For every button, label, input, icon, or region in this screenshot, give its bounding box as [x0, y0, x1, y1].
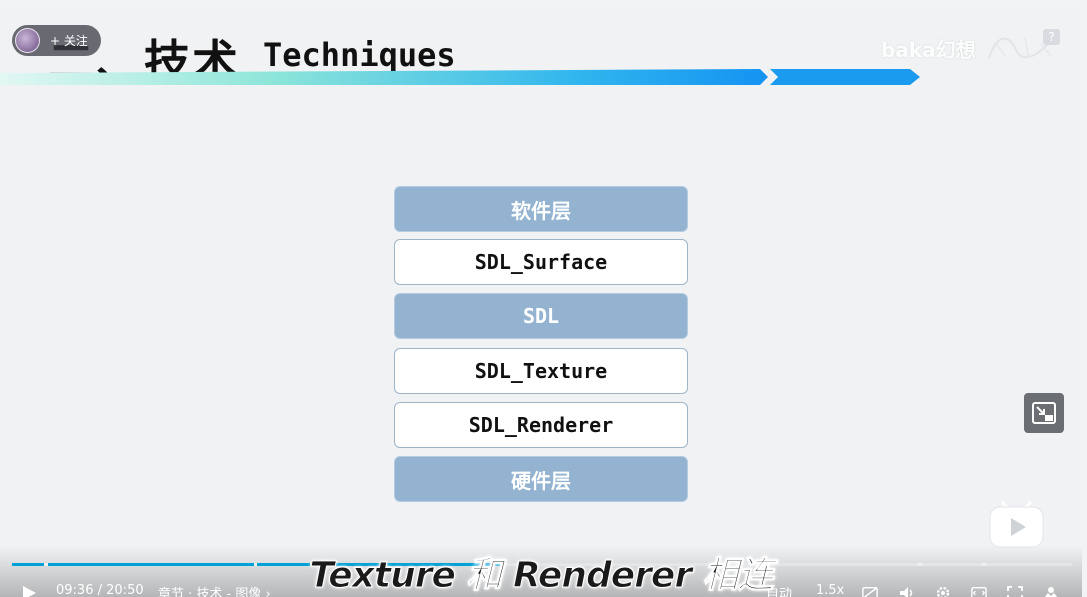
layer-sdl: SDL	[394, 293, 688, 339]
slide-title-english: Techniques	[263, 36, 456, 74]
layer-sdl-texture: SDL_Texture	[394, 348, 688, 394]
play-icon[interactable]	[22, 586, 38, 597]
quality-button[interactable]: 自动	[766, 587, 793, 597]
chapter-label: 章节 · 技术 - 图像	[158, 587, 262, 597]
volume-icon[interactable]	[899, 586, 915, 597]
chapter-selector[interactable]: 章节 · 技术 - 图像 ›	[158, 583, 271, 597]
follow-label: + 关注	[50, 34, 88, 48]
help-icon[interactable]: ?	[1043, 29, 1060, 45]
progress-segment	[500, 563, 918, 566]
chevron-right-icon: ›	[265, 587, 271, 597]
progress-segment	[986, 563, 1072, 566]
progress-segment	[257, 563, 310, 566]
danmaku-icon[interactable]	[1043, 586, 1059, 597]
picture-in-picture-icon[interactable]	[1024, 393, 1064, 433]
uploader-avatar[interactable]	[15, 28, 40, 53]
layer-software: 软件层	[394, 186, 688, 232]
progress-segment	[314, 563, 500, 566]
fullscreen-icon[interactable]	[1007, 586, 1023, 597]
progress-bar[interactable]	[12, 563, 1072, 566]
follow-button[interactable]: + 关注	[12, 25, 101, 56]
total-time: 20:50	[106, 583, 144, 597]
watermark-decoration	[985, 28, 1060, 64]
settings-icon[interactable]	[935, 586, 951, 597]
widescreen-icon[interactable]	[971, 586, 987, 597]
layer-hardware: 硬件层	[394, 456, 688, 502]
video-player[interactable]: 二、技术 Techniques baka幻想 ? + 关注 软件层 SDL_Su…	[0, 6, 1082, 597]
title-underline-stripe	[0, 69, 920, 85]
subtitle-caption: Texture 和 Renderer 相连	[309, 555, 774, 597]
progress-segment	[12, 563, 44, 566]
time-display: 09:36 / 20:50	[56, 583, 144, 597]
layer-sdl-surface: SDL_Surface	[394, 239, 688, 285]
layer-sdl-renderer: SDL_Renderer	[394, 402, 688, 448]
progress-segment	[922, 563, 982, 566]
progress-segment	[48, 563, 254, 566]
speed-button[interactable]: 1.5x	[816, 583, 845, 597]
time-separator: /	[97, 583, 102, 597]
player-controls: 09:36 / 20:50 章节 · 技术 - 图像 › 自动 1.5x	[0, 577, 1082, 597]
subtitle-off-icon[interactable]	[862, 586, 878, 597]
big-play-icon[interactable]	[989, 497, 1044, 549]
channel-watermark: baka幻想	[881, 38, 976, 62]
current-time: 09:36	[56, 583, 94, 597]
